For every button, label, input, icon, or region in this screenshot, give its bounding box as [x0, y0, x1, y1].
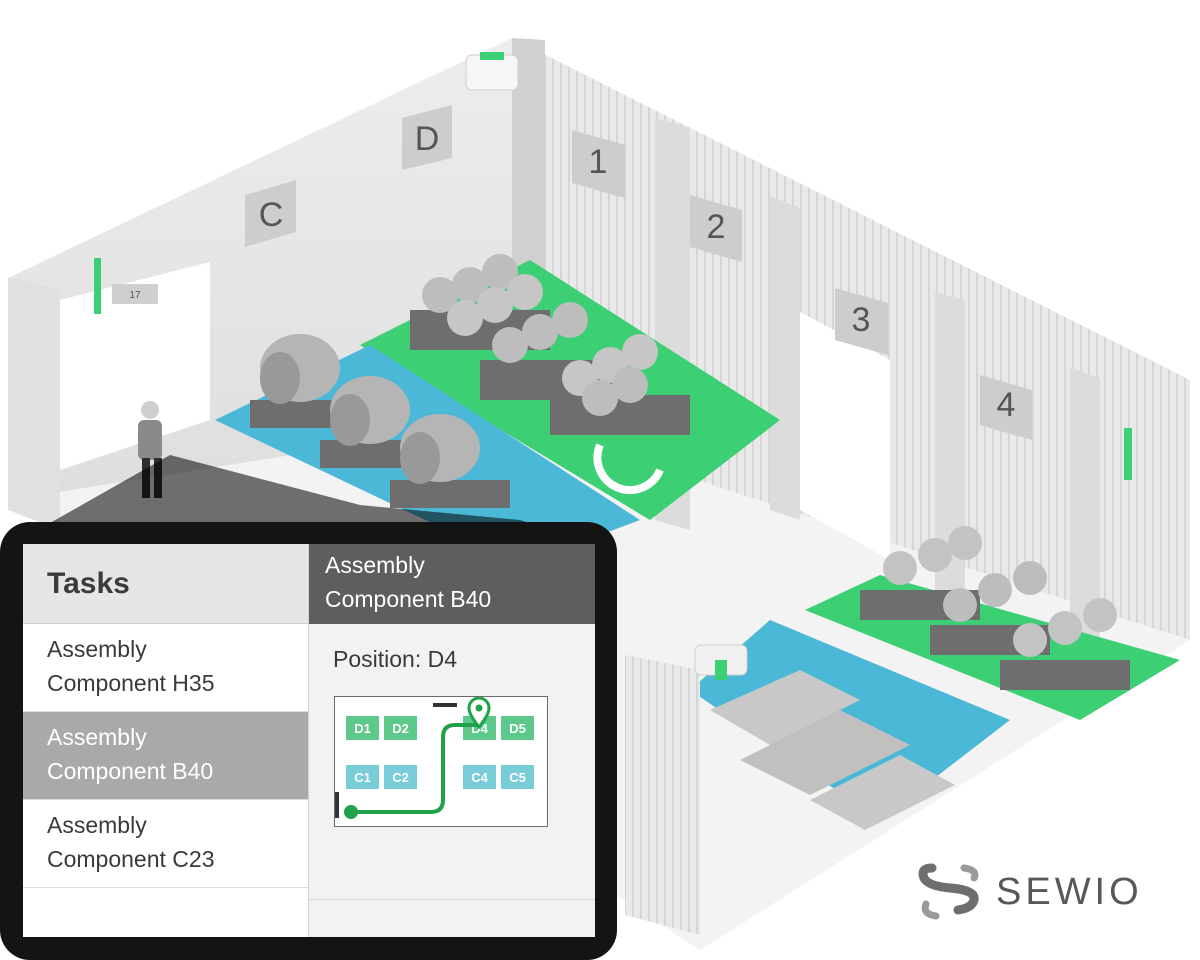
pipe-stacks: [710, 670, 955, 830]
position-label: Position: D4: [333, 646, 458, 672]
detail-title-line1: Assembly: [325, 552, 425, 578]
task-line1: Assembly: [47, 724, 147, 750]
task-line2: Component H35: [47, 670, 215, 696]
slot-c4: C4: [463, 765, 496, 789]
rtls-anchor: [465, 54, 519, 91]
detail-title-line2: Component B40: [325, 586, 492, 612]
slot-d5: D5: [501, 716, 534, 740]
task-item-b40[interactable]: Assembly Component B40: [23, 712, 308, 800]
tablet-screen: Tasks Assembly Component H35 Assembly Co…: [23, 544, 595, 937]
task-line2: Component B40: [47, 758, 214, 784]
task-line1: Assembly: [47, 636, 147, 662]
sewio-logo: SEWIO: [918, 862, 1143, 922]
task-item-c23[interactable]: Assembly Component C23: [23, 800, 308, 888]
slot-c5: C5: [501, 765, 534, 789]
svg-text:4: 4: [997, 386, 1016, 424]
svg-text:C: C: [259, 196, 284, 234]
location-pin-icon: [467, 697, 491, 730]
sewio-logo-icon: [918, 863, 979, 920]
panel-divider: [309, 899, 595, 900]
svg-text:3: 3: [852, 301, 871, 339]
front-right-wall: [625, 655, 700, 935]
svg-text:2: 2: [707, 208, 726, 246]
task-detail-panel: Assembly Component B40 Position: D4 D1 D…: [309, 544, 595, 937]
wall-signs: C D 1 2 3 4: [245, 105, 1032, 440]
route-path: [335, 697, 491, 819]
svg-text:D: D: [415, 120, 440, 158]
slot-d1: D1: [346, 716, 379, 740]
tasks-panel: Tasks Assembly Component H35 Assembly Co…: [23, 544, 309, 937]
slot-d2: D2: [384, 716, 417, 740]
slot-c2: C2: [384, 765, 417, 789]
mini-map[interactable]: D1 D2 D4 D5 C1 C2 C4 C5: [334, 696, 548, 827]
pallets-spools: [410, 254, 690, 435]
tasks-title: Tasks: [47, 566, 130, 600]
task-line1: Assembly: [47, 812, 147, 838]
door-number: 17: [129, 290, 141, 301]
sewio-logo-text: SEWIO: [996, 870, 1143, 913]
svg-text:1: 1: [589, 143, 608, 181]
task-item-h35[interactable]: Assembly Component H35: [23, 624, 308, 712]
tablet-device: Tasks Assembly Component H35 Assembly Co…: [0, 522, 617, 960]
tasks-header: Tasks: [23, 544, 308, 624]
slot-c1: C1: [346, 765, 379, 789]
cable-rolls: [250, 334, 510, 508]
task-line2: Component C23: [47, 846, 215, 872]
task-detail-header: Assembly Component B40: [309, 544, 595, 624]
pallets-right: [860, 526, 1130, 690]
